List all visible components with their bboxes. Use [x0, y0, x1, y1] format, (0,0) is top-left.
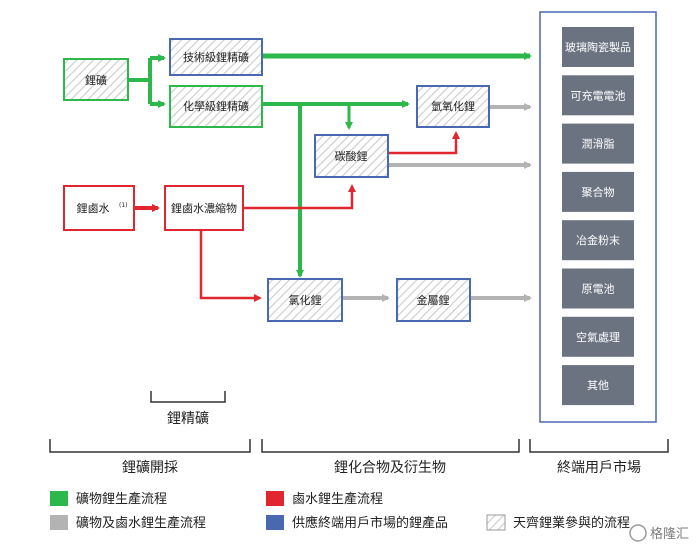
legend-label-mineral: 礦物鋰生產流程 — [76, 491, 167, 507]
end-market-label: 潤滑脂 — [582, 137, 615, 151]
end-market-label: 可充電電池 — [571, 88, 626, 102]
end-market-item: 其他 — [562, 365, 634, 406]
end-market-label: 原電池 — [582, 283, 615, 296]
end-market-item: 原電池 — [562, 268, 634, 309]
legend-swatch-green — [50, 491, 68, 506]
end-market-label: 聚合物 — [582, 185, 615, 199]
node-hydroxide-label: 氫氧化鋰 — [431, 99, 475, 113]
end-market-box — [562, 316, 634, 357]
end-market-box — [562, 171, 634, 212]
legend-swatch-hatched — [486, 514, 506, 531]
bracket-mining: 鋰礦開採 — [49, 439, 251, 476]
legend-swatch-red — [266, 491, 284, 506]
node-brine-footnote: (1) — [119, 202, 128, 209]
legend-item-both: 礦物及鹵水鋰生產流程 — [50, 515, 206, 531]
end-market-item: 玻璃陶瓷製品 — [562, 27, 634, 67]
end-market-item: 冶金粉末 — [562, 220, 634, 261]
legend-item-end-products: 供應終端用戶市場的鋰產品 — [266, 515, 448, 531]
bracket-compounds: 鋰化合物及衍生物 — [261, 439, 520, 476]
bracket-end-market: 終端用戶市場 — [529, 439, 669, 476]
bracket-end-market-label: 終端用戶市場 — [557, 459, 641, 476]
legend-label-brine: 鹵水鋰生產流程 — [292, 491, 383, 507]
end-market-box — [562, 27, 634, 67]
green-flows — [128, 52, 532, 278]
node-chloride: 氯化鋰 — [267, 278, 343, 322]
bracket-concentrate-label: 鋰精礦 — [167, 410, 209, 427]
end-market-box — [562, 123, 634, 164]
legend-label-end-products: 供應終端用戶市場的鋰產品 — [292, 515, 448, 531]
end-market-label: 空氣處理 — [576, 330, 620, 344]
end-market-label: 冶金粉末 — [576, 233, 620, 247]
legend-label-tianqi: 天齊鋰業參與的流程 — [513, 515, 630, 531]
legend-swatch-gray — [50, 515, 68, 530]
legend-item-mineral: 礦物鋰生產流程 — [50, 491, 167, 507]
end-market-box — [562, 268, 634, 309]
bracket-concentrate: 鋰精礦 — [150, 391, 226, 427]
node-technical-concentrate-label: 技術級鋰精礦 — [183, 50, 249, 64]
end-market-item: 聚合物 — [562, 171, 634, 212]
node-brine-concentrate: 鋰鹵水濃縮物 — [164, 185, 244, 231]
legend: 礦物鋰生產流程 鹵水鋰生產流程 礦物及鹵水鋰生產流程 供應終端用戶市場的鋰產品 … — [50, 491, 630, 531]
legend-item-tianqi: 天齊鋰業參與的流程 — [486, 514, 630, 531]
end-market-item: 可充電電池 — [562, 75, 634, 116]
bracket-mining-label: 鋰礦開採 — [122, 459, 178, 476]
node-hydroxide: 氫氧化鋰 — [416, 85, 490, 128]
node-metal-label: 金屬鋰 — [417, 293, 450, 307]
node-carbonate: 碳酸鋰 — [314, 134, 389, 178]
end-market-item: 潤滑脂 — [562, 123, 634, 164]
end-market-label: 玻璃陶瓷製品 — [565, 40, 631, 54]
watermark: 格隆汇 — [629, 524, 689, 542]
legend-swatch-blue — [266, 515, 284, 530]
node-chloride-label: 氯化鋰 — [289, 293, 322, 307]
node-carbonate-label: 碳酸鋰 — [335, 149, 368, 163]
node-brine-concentrate-label: 鋰鹵水濃縮物 — [171, 201, 237, 215]
end-market-box — [562, 75, 634, 116]
legend-item-brine: 鹵水鋰生產流程 — [266, 491, 383, 507]
node-chemical-concentrate-label: 化學級鋰精礦 — [183, 99, 249, 113]
gray-flows — [342, 103, 532, 302]
node-metal: 金屬鋰 — [396, 278, 471, 322]
node-lithium-ore-label: 鋰礦 — [85, 73, 107, 87]
watermark-logo-icon — [629, 524, 647, 542]
bracket-compounds-label: 鋰化合物及衍生物 — [334, 460, 446, 476]
node-chemical-concentrate: 化學級鋰精礦 — [169, 85, 263, 128]
end-market-panel — [539, 11, 657, 423]
watermark-text: 格隆汇 — [650, 526, 689, 542]
legend-label-both: 礦物及鹵水鋰生產流程 — [76, 515, 206, 531]
end-market-label: 其他 — [587, 379, 609, 392]
end-market-item: 空氣處理 — [562, 316, 634, 357]
flow-carbonate-to-hydroxide — [388, 131, 460, 155]
flow-concentrate-to-chloride — [199, 230, 262, 302]
red-flows — [134, 131, 460, 302]
node-brine-label: 鋰鹵水 — [77, 201, 110, 215]
end-market-box — [562, 365, 634, 406]
flow-concentrate-to-carbonate — [243, 184, 356, 210]
node-brine: 鋰鹵水 (1) — [63, 185, 135, 231]
node-lithium-ore: 鋰礦 — [63, 58, 129, 101]
node-technical-concentrate: 技術級鋰精礦 — [169, 38, 263, 76]
end-market-box — [562, 220, 634, 261]
